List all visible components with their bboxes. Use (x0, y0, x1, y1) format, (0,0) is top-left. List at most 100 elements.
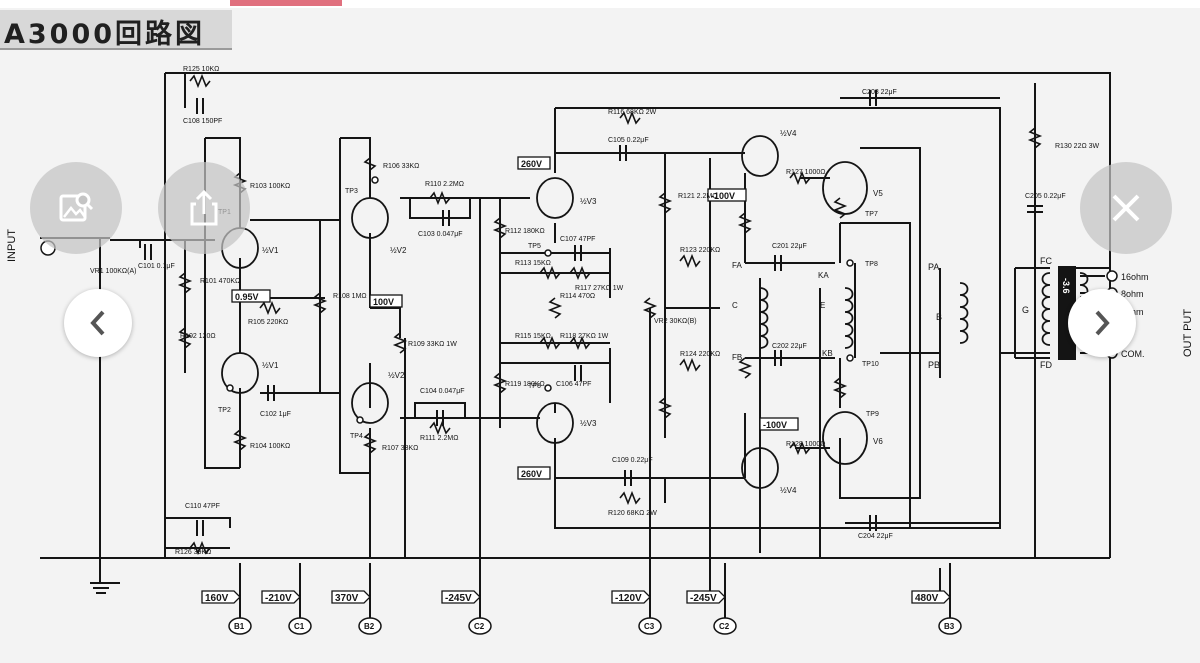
wires (40, 72, 1111, 618)
test-point-label: TP7 (865, 211, 878, 218)
tube-label: V5 (873, 189, 883, 198)
supply-voltage-label: 480V (915, 593, 939, 604)
voltage-tag-box (517, 156, 551, 170)
supply-voltage-label: -120V (615, 593, 642, 604)
component-label: R107 33KΩ (382, 445, 418, 452)
component-label: R108 1MΩ (333, 293, 367, 300)
output-tap-label: COM. (1121, 349, 1145, 359)
test-point-label: TP4 (350, 433, 363, 440)
component-label: C203 22μF (862, 89, 897, 96)
node-label: C2 (719, 622, 730, 631)
component-label: R106 33KΩ (383, 163, 419, 170)
supply-voltage-label: -245V (690, 593, 717, 604)
voltage-tag-label: 260V (521, 159, 542, 169)
component-label: R110 2.2MΩ (425, 181, 464, 188)
test-point-label: TP10 (862, 361, 879, 368)
component-label: R126 39KΩ (175, 549, 211, 556)
test-point-label: TP6 (528, 383, 541, 390)
component-label: C105 0.22μF (608, 137, 649, 144)
schematic-diagram: 160V-210V370V-245V-120V-245V480VB1C1B2C2… (40, 66, 1149, 635)
chevron-right-icon (1095, 310, 1110, 336)
share-button[interactable] (158, 162, 250, 254)
test-point-label: TP9 (866, 411, 879, 418)
voltage-tag-label: -100V (711, 191, 735, 201)
coils (759, 272, 1089, 349)
voltage-tag-box (231, 289, 271, 303)
component-label: R115 15KΩ (515, 333, 551, 340)
test-point-label: TP8 (865, 261, 878, 268)
component-label: R102 120Ω (180, 333, 216, 340)
component-label: R116 68KΩ 2W (608, 109, 657, 116)
image-search-button[interactable] (30, 162, 122, 254)
component-label: R117 27KΩ 1W (575, 285, 624, 292)
close-button[interactable] (1080, 162, 1172, 254)
voltage-tag-box (707, 188, 747, 202)
component-label: R130 22Ω 3W (1055, 143, 1100, 150)
component-label: C103 0.047μF (418, 231, 463, 238)
supply-tag-box (201, 590, 241, 604)
terminal-mark-label: KA (818, 271, 829, 280)
component-label: R119 180KΩ (505, 381, 545, 388)
close-icon (1112, 194, 1140, 222)
tube-label: V6 (873, 437, 883, 446)
supply-tag-box (261, 590, 301, 604)
component-label: C204 22μF (858, 533, 893, 540)
component-label: R120 68KΩ 2W (608, 510, 657, 517)
component-label: C104 0.047μF (420, 388, 465, 395)
primary-tap-label: B (936, 312, 942, 322)
component-label: R103 100KΩ (250, 183, 290, 190)
terminal-mark-label: E (820, 301, 825, 310)
tube-label: ½V1 (262, 361, 279, 370)
terminal-mark-label: KB (822, 349, 833, 358)
node-circle (468, 617, 492, 635)
share-icon (190, 189, 218, 226)
component-label: C201 22μF (772, 243, 807, 250)
test-point-label: TP3 (345, 188, 358, 195)
node-label: C3 (644, 622, 655, 631)
component-label: C202 22μF (772, 343, 807, 350)
voltage-tag-label: 260V (521, 469, 542, 479)
browser-top-bar (0, 0, 1200, 8)
resistors (177, 73, 1043, 556)
next-image-button[interactable] (1068, 289, 1136, 357)
component-label: VR1 100KΩ(A) (90, 268, 136, 275)
previous-image-button[interactable] (64, 289, 132, 357)
voltage-tag-box (369, 294, 403, 308)
component-label: R111 2.2MΩ (420, 435, 458, 442)
input-label: INPUT (6, 229, 18, 262)
voltage-tag-label: -100V (763, 420, 787, 430)
component-label: VR2 30KΩ(B) (654, 318, 697, 325)
screen-tap-label: FC (1040, 256, 1052, 266)
terminal-mark-label: C (732, 301, 738, 310)
supply-tag-box (911, 590, 951, 604)
tube-label: ½V1 (262, 246, 279, 255)
component-label: C107 47PF (560, 236, 595, 243)
supply-tag-box (686, 590, 726, 604)
supply-voltage-label: -210V (265, 593, 292, 604)
tube-label: ½V4 (780, 486, 797, 495)
component-label: R105 220KΩ (248, 319, 288, 326)
output-tap-label: 8ohm (1121, 289, 1144, 299)
capacitors (144, 90, 1043, 536)
output-label: OUT PUT (1182, 308, 1194, 357)
terminal-mark-label: FB (732, 353, 742, 362)
primary-tap-label: PA (928, 262, 939, 272)
node-circle (358, 617, 382, 635)
supply-voltage-label: -245V (445, 593, 472, 604)
component-label: R101 470KΩ (200, 278, 240, 285)
component-label: R104 100KΩ (250, 443, 290, 450)
component-label: R127 1000Ω (786, 169, 825, 176)
tube-label: ½V2 (388, 371, 405, 380)
component-label: R124 220KΩ (680, 351, 720, 358)
node-label: C2 (474, 622, 485, 631)
vacuum-tubes (221, 135, 868, 489)
test-point-label: TP2 (218, 407, 231, 414)
chevron-left-icon (90, 310, 105, 336)
tube-label: ½V4 (780, 129, 797, 138)
supply-tag-box (441, 590, 481, 604)
tube-label: ½V3 (580, 197, 597, 206)
component-label: R118 27KΩ 1W (560, 333, 609, 340)
component-label: R128 1000Ω (786, 441, 825, 448)
component-label: C106 47PF (556, 381, 591, 388)
